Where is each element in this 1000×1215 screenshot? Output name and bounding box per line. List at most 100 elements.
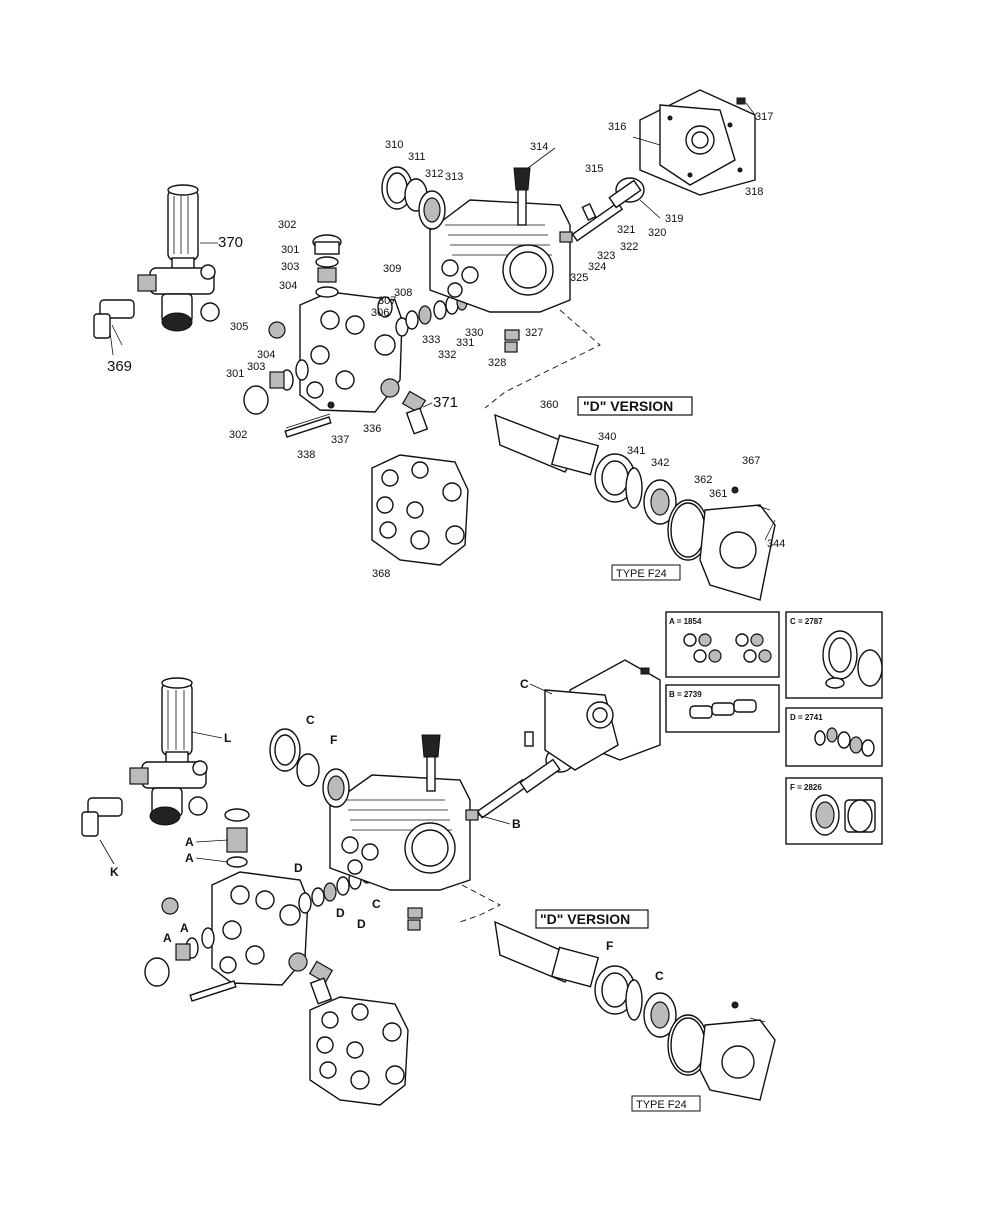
manifold-head-alt-top <box>371 454 469 566</box>
type-f24-text-top: TYPE F24 <box>616 568 667 580</box>
callout-310: 310 <box>385 139 403 151</box>
kit-c: C = 2787 <box>785 611 883 699</box>
letter-d-3: D <box>357 917 366 931</box>
callout-336: 336 <box>363 423 381 435</box>
callout-317: 317 <box>755 111 773 123</box>
kit-boxes: A = 1854 C = 2787 B = 2739 D = 2741 <box>665 611 883 845</box>
callout-362: 362 <box>694 474 712 486</box>
callout-304b: 304 <box>257 349 275 361</box>
kit-f: F = 2826 <box>785 777 883 845</box>
crankcase-bottom <box>329 734 471 891</box>
d-version-label-top: "D" VERSION <box>577 396 693 416</box>
callout-302b: 302 <box>229 429 247 441</box>
callout-316: 316 <box>608 121 626 133</box>
rear-cover-top <box>639 89 756 196</box>
d-version-text-bottom: "D" VERSION <box>540 911 630 927</box>
callout-311: 311 <box>408 151 426 163</box>
callout-331: 331 <box>456 337 474 349</box>
letter-f-1: F <box>330 733 337 747</box>
kit-a-label: A = 1854 <box>669 617 702 626</box>
kit-c-label: C = 2787 <box>790 617 823 626</box>
d-version-parts-bottom <box>494 920 776 1101</box>
letter-f-2: F <box>606 939 613 953</box>
callout-315: 315 <box>585 163 603 175</box>
callout-314: 314 <box>530 141 548 153</box>
letter-d-2: D <box>336 906 345 920</box>
callout-324: 324 <box>588 261 606 273</box>
kit-d: D = 2741 <box>785 707 883 767</box>
letter-a-2: A <box>185 851 194 865</box>
callout-340: 340 <box>598 431 616 443</box>
seals-bottom <box>298 866 423 931</box>
callout-368: 368 <box>372 568 390 580</box>
callout-322: 322 <box>620 241 638 253</box>
connecting-rod-top <box>559 177 645 243</box>
valve-parts-top <box>243 234 429 438</box>
rings-top <box>381 166 446 230</box>
letter-c-3: C <box>372 897 381 911</box>
callout-371: 371 <box>433 394 458 411</box>
kit-a: A = 1854 <box>665 611 780 678</box>
type-f24-text-bottom: TYPE F24 <box>636 1099 687 1111</box>
callout-325: 325 <box>570 272 588 284</box>
callout-341: 341 <box>627 445 645 457</box>
kit-b: B = 2739 <box>665 684 780 733</box>
letter-b: B <box>512 817 521 831</box>
crankcase-top <box>429 167 571 313</box>
callout-333: 333 <box>422 334 440 346</box>
callout-303: 303 <box>281 261 299 273</box>
kit-d-label: D = 2741 <box>790 713 823 722</box>
kit-f-label: F = 2826 <box>790 783 822 792</box>
rear-cover-bottom <box>544 659 661 771</box>
fitting-369 <box>93 299 135 346</box>
callout-320: 320 <box>648 227 666 239</box>
letter-a-4: A <box>163 931 172 945</box>
type-label-top: TYPE F24 <box>611 564 681 581</box>
callout-319: 319 <box>665 213 683 225</box>
letter-k: K <box>110 865 119 879</box>
kit-b-label: B = 2739 <box>669 690 702 699</box>
top-diagram: 310 311 312 313 314 315 316 317 318 319 … <box>93 89 785 601</box>
callout-342: 342 <box>651 457 669 469</box>
callout-301: 301 <box>281 244 299 256</box>
callout-330: 330 <box>465 327 483 339</box>
letter-l: L <box>224 731 231 745</box>
manifold-head-bottom <box>144 808 334 1005</box>
callout-360: 360 <box>540 399 558 411</box>
callout-306: 306 <box>371 307 389 319</box>
type-label-bottom: TYPE F24 <box>631 1095 701 1112</box>
callout-305: 305 <box>230 321 248 333</box>
callout-327: 327 <box>525 327 543 339</box>
letter-c-4: C <box>655 969 664 983</box>
d-version-text-top: "D" VERSION <box>583 398 673 414</box>
callout-304: 304 <box>279 280 297 292</box>
callout-301b: 301 <box>226 368 244 380</box>
leader-lines-bottom <box>99 683 553 865</box>
letter-a-1: A <box>185 835 194 849</box>
callout-332: 332 <box>438 349 456 361</box>
bottom-diagram: L K C F C B A A D D D C A A F C "D" <box>81 659 776 1112</box>
letter-a-3: A <box>180 921 189 935</box>
callout-328: 328 <box>488 357 506 369</box>
callout-338: 338 <box>297 449 315 461</box>
letters-bottom: L K C F C B A A D D D C A A F C <box>110 677 664 983</box>
callout-303b: 303 <box>247 361 265 373</box>
callout-361: 361 <box>709 488 727 500</box>
manifold-head-alt-bottom <box>309 996 409 1106</box>
callouts-top: 310 311 312 313 314 315 316 317 318 319 … <box>107 111 785 580</box>
callout-318: 318 <box>745 186 763 198</box>
d-version-parts-top <box>494 413 776 601</box>
callout-309: 309 <box>383 263 401 275</box>
callout-370: 370 <box>218 234 243 251</box>
callout-313: 313 <box>445 171 463 183</box>
unloader-valve-top <box>137 184 220 332</box>
callout-344: 344 <box>767 538 785 550</box>
rings-bottom <box>269 728 350 808</box>
manifold-head-top <box>299 291 403 413</box>
callout-337: 337 <box>331 434 349 446</box>
callout-302: 302 <box>278 219 296 231</box>
callout-312: 312 <box>425 168 443 180</box>
d-version-label-bottom: "D" VERSION <box>535 909 649 929</box>
callout-369: 369 <box>107 358 132 375</box>
